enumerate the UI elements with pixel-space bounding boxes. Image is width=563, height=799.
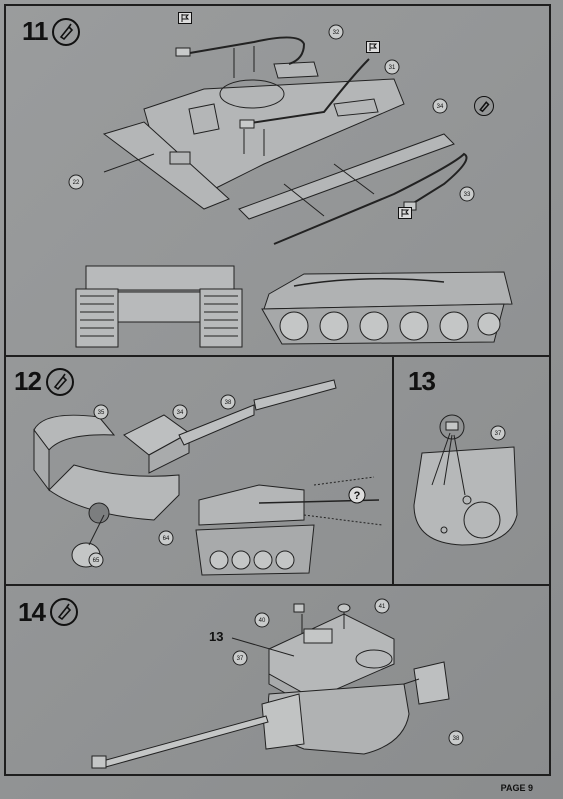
- svg-text:?: ?: [354, 490, 361, 502]
- step-14-illustration: 40 41 37 38 13: [91, 598, 464, 769]
- part-callout: 34: [177, 410, 184, 416]
- part-callout: 22: [73, 180, 80, 186]
- side-fender: [102, 121, 230, 210]
- part-callout: 31: [389, 65, 396, 71]
- part-callout: 64: [163, 536, 170, 542]
- glue-icon: [50, 598, 78, 626]
- question-icon: ?: [348, 486, 366, 504]
- step-13-illustration: 37: [413, 414, 518, 546]
- part-callout: 35: [98, 410, 105, 416]
- step-11-illustration: 32 31 34 22 33 61: [68, 24, 513, 348]
- part-callout: 65: [93, 558, 100, 564]
- step-13-reference: 13: [209, 629, 223, 644]
- part-callout: 32: [333, 30, 340, 36]
- tank-front-view: [75, 265, 243, 348]
- page-number: PAGE 9: [500, 783, 533, 793]
- step-12-number: 12: [14, 366, 42, 396]
- step-14-number: 14: [18, 597, 46, 627]
- step-11-number: 11: [22, 16, 48, 46]
- part-callout: 38: [225, 400, 232, 406]
- part-callout: 37: [495, 431, 502, 437]
- flag-icon: [178, 12, 192, 24]
- track-fender: [238, 133, 455, 220]
- part-callout: 34: [437, 104, 444, 110]
- glue-icon: [46, 368, 74, 396]
- part-callout: 41: [379, 604, 386, 610]
- step-12-illustration: 35 34 38 64 65: [33, 379, 383, 576]
- flag-icon: [398, 207, 412, 219]
- part-callout: 33: [464, 192, 471, 198]
- part-callout: 40: [259, 618, 266, 624]
- part-callout: 37: [237, 656, 244, 662]
- glue-icon: [474, 96, 494, 116]
- glue-icon: [52, 18, 80, 46]
- step-14-panel: [4, 584, 551, 776]
- part-callout: 38: [453, 736, 460, 742]
- tank-side-view: [261, 271, 513, 345]
- step-13-number: 13: [408, 366, 436, 396]
- flag-icon: [366, 41, 380, 53]
